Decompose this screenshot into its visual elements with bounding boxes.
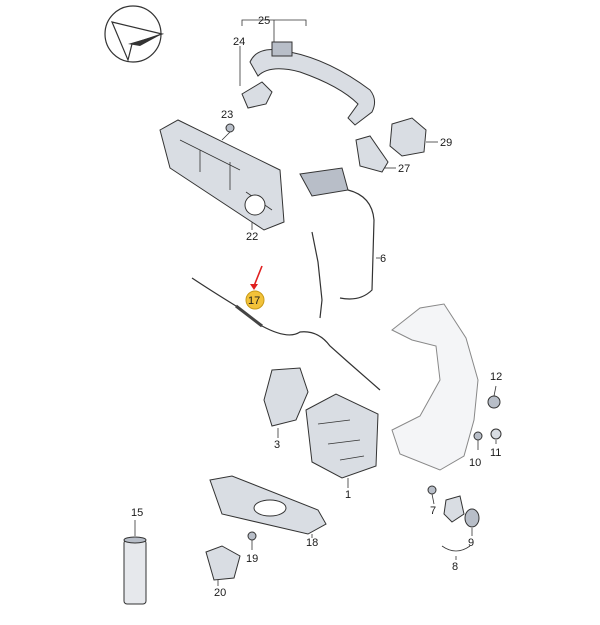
label-17: 17 <box>248 295 260 307</box>
label-24: 24 <box>233 36 245 48</box>
label-18: 18 <box>306 537 318 549</box>
label-1: 1 <box>345 489 351 501</box>
part-6-cable: 6 <box>299 167 386 319</box>
label-20: 20 <box>214 587 226 599</box>
highlight-badge <box>245 290 265 310</box>
part-27-cap: 27 <box>355 135 410 175</box>
part-20-cap: 20 <box>205 545 241 599</box>
part-11-plug: 11 <box>490 428 502 459</box>
part-8-group: 8 <box>441 545 471 573</box>
label-22: 22 <box>246 231 258 243</box>
part-10-bolt: 10 <box>469 431 483 469</box>
part-12-plug: 12 <box>487 371 502 409</box>
label-9: 9 <box>468 537 474 549</box>
label-29: 29 <box>440 137 452 149</box>
label-25: 25 <box>258 15 270 27</box>
label-10: 10 <box>469 457 481 469</box>
part-24-trim: 24 <box>233 36 273 109</box>
label-23: 23 <box>221 109 233 121</box>
part-9-plate: 9 <box>443 495 480 549</box>
part-17-cable: 17 <box>191 265 381 391</box>
part-25-outer-handle: 25 <box>241 15 376 126</box>
vehicle-orientation-icon <box>104 5 165 63</box>
part-3-bracket: 3 <box>263 367 309 451</box>
part-19-screw: 19 <box>246 531 258 565</box>
label-27: 27 <box>398 163 410 175</box>
part-7-bolt: 7 <box>427 485 437 517</box>
label-6: 6 <box>380 253 386 265</box>
highlight-arrow <box>253 265 263 287</box>
label-19: 19 <box>246 553 258 565</box>
label-7: 7 <box>430 505 436 517</box>
part-15-spray-can: 15 <box>123 507 147 605</box>
part-1-lock: 1 <box>305 393 379 501</box>
part-23-screw: 23 <box>221 109 235 141</box>
part-29-cap: 29 <box>389 117 452 157</box>
part-22-carrier: 22 <box>159 119 285 243</box>
label-8: 8 <box>452 561 458 573</box>
label-11: 11 <box>490 447 501 459</box>
label-12: 12 <box>490 371 502 383</box>
label-3: 3 <box>274 439 280 451</box>
door-frame <box>391 303 479 471</box>
label-15: 15 <box>131 507 143 519</box>
part-18-inner-handle: 18 <box>209 475 327 549</box>
